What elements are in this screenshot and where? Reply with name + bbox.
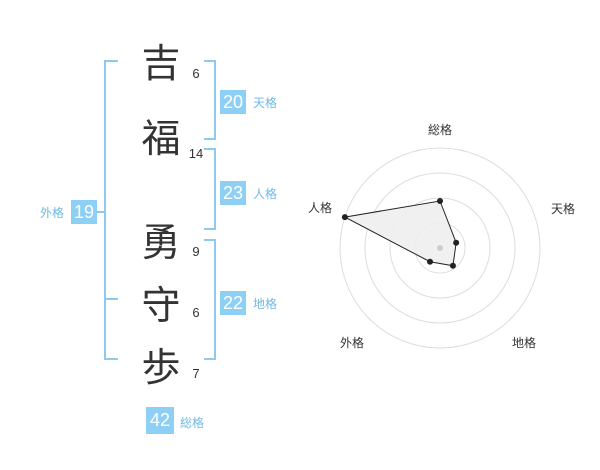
name-char-2: 福 xyxy=(141,117,181,162)
radar-label-chikaku: 地格 xyxy=(512,336,537,350)
radar-label-gaikaku: 外格 xyxy=(340,336,365,350)
radar-point-2 xyxy=(453,239,460,246)
radar-point-5 xyxy=(341,214,348,221)
radar-point-1 xyxy=(437,198,443,204)
name-char-3: 勇 xyxy=(141,221,181,266)
radar-label-jinkaku: 人格 xyxy=(308,201,333,215)
jinkaku-value: 23 xyxy=(220,181,246,205)
radar-polygon xyxy=(343,200,457,267)
stroke-count-2: 14 xyxy=(188,146,204,161)
name-char-5: 歩 xyxy=(141,346,181,391)
stroke-count-5: 7 xyxy=(192,366,200,381)
stroke-count-1: 6 xyxy=(192,66,200,81)
name-char-4: 守 xyxy=(141,284,181,329)
jinkaku-label: 人格 xyxy=(253,187,278,201)
radar-label-tenkaku: 天格 xyxy=(551,202,576,216)
radar-ring xyxy=(364,172,516,324)
stroke-count-4: 6 xyxy=(192,305,200,320)
gaikaku-label: 外格 xyxy=(40,206,65,220)
soukaku-value: 42 xyxy=(146,407,174,434)
chikaku-value: 22 xyxy=(220,291,246,315)
radar-ring xyxy=(339,147,541,349)
radar-chart xyxy=(339,147,541,349)
tenkaku-label: 天格 xyxy=(253,96,278,110)
radar-point-4 xyxy=(427,258,434,265)
stroke-count-3: 9 xyxy=(192,244,200,259)
name-char-1: 吉 xyxy=(141,42,181,87)
radar-label-soukaku: 総格 xyxy=(428,123,453,137)
radar-point-3 xyxy=(449,262,456,269)
tenkaku-value: 20 xyxy=(220,90,246,114)
radar-center-dot xyxy=(437,245,443,251)
chikaku-label: 地格 xyxy=(253,297,278,311)
soukaku-label: 総格 xyxy=(180,416,205,430)
gaikaku-value: 19 xyxy=(71,200,97,224)
